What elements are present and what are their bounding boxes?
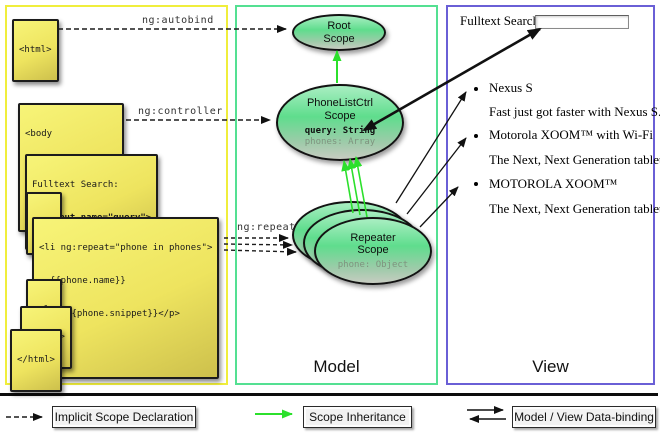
legend-implicit-scope-declaration: Implicit Scope Declaration [52, 406, 196, 428]
fulltext-search-input[interactable] [535, 15, 629, 29]
legend-label: Implicit Scope Declaration [54, 410, 194, 424]
root-scope-ellipse: Root Scope [292, 14, 386, 51]
html-open-note: <html> [12, 19, 59, 82]
list-bullet [474, 182, 478, 186]
li-repeat-note: <li ng:repeat="phone in phones"> {{phone… [32, 217, 220, 379]
ng-repeat-label: ng:repeat [237, 222, 296, 233]
code-line: <body [25, 129, 53, 139]
code-line: <html> [19, 45, 52, 55]
view-item-title: Motorola XOOM™ with Wi-Fi [489, 127, 654, 142]
legend-model-view-data-binding: Model / View Data-binding [512, 406, 656, 428]
ng-autobind-label: ng:autobind [142, 15, 214, 26]
legend-separator [0, 393, 658, 396]
phonelistctrl-scope-ellipse: PhoneListCtrl Scope query: String phones… [276, 84, 404, 161]
phonelistctrl-phones-prop: phones: Array [304, 137, 376, 147]
view-column-label: View [532, 357, 569, 376]
legend-label: Scope Inheritance [309, 410, 406, 424]
code-line: {{phone.name}} [39, 276, 126, 286]
view-search-label: Fulltext Search: [460, 13, 543, 28]
legend-label: Model / View Data-binding [514, 410, 654, 424]
ng-controller-label: ng:controller [138, 106, 223, 117]
code-line: Fulltext Search: [32, 180, 119, 190]
code-line: </html> [17, 355, 55, 365]
repeater-phone-prop: phone: Object [337, 259, 409, 270]
root-scope-name: Root Scope [323, 20, 355, 45]
view-item-snippet: The Next, Next Generation tablet. [489, 152, 660, 167]
list-bullet [474, 87, 478, 91]
view-item-snippet: The Next, Next Generation tablet. [489, 201, 660, 216]
view-item-snippet: Fast just got faster with Nexus S. [489, 104, 660, 119]
repeater-scope-ellipse: Repeater Scope phone: Object [314, 217, 432, 285]
code-line: <p>{{phone.snippet}}</p> [39, 309, 180, 319]
view-item-title: Nexus S [489, 80, 533, 95]
list-bullet [474, 134, 478, 138]
model-column-label: Model [313, 357, 360, 376]
view-item-title: MOTOROLA XOOM™ [489, 176, 618, 191]
phonelistctrl-scope-name: PhoneListCtrl Scope [306, 97, 374, 122]
view-column: View [446, 5, 655, 385]
repeater-scope-name: Repeater Scope [350, 231, 396, 257]
html-close-note: </html> [10, 329, 62, 392]
model-column: Model [235, 5, 438, 385]
legend-scope-inheritance: Scope Inheritance [303, 406, 412, 428]
code-line: <li ng:repeat="phone in phones"> [39, 243, 213, 253]
phonelistctrl-query-prop: query: String [304, 126, 376, 136]
